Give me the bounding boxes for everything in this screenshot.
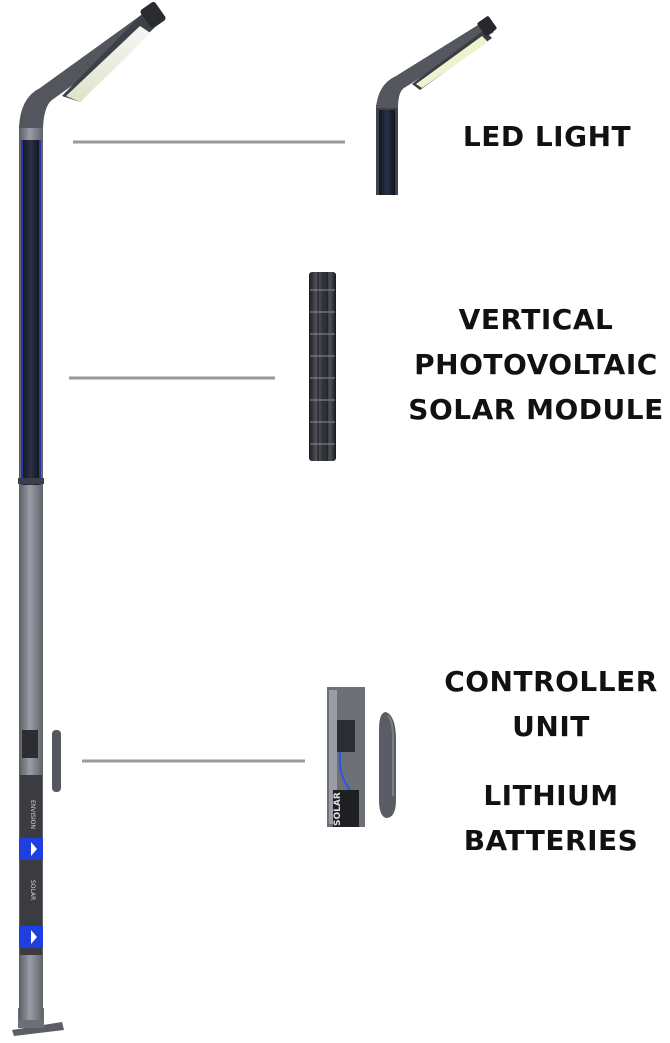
pole-led-glow — [66, 26, 152, 102]
controller-battery-component: SOLAR — [327, 687, 396, 827]
pole-joint — [18, 478, 44, 484]
led-light-glow — [416, 36, 488, 88]
label-solar-module-text: SOLAR MODULE — [408, 393, 664, 426]
pole-base-plate — [12, 1022, 64, 1036]
controller-tag-text: SOLAR — [333, 792, 343, 826]
label-controller-unit: CONTROLLER UNIT — [436, 659, 666, 749]
battery-cover — [379, 712, 396, 818]
label-photovoltaic: PHOTOVOLTAIC — [414, 348, 658, 381]
label-batteries: BATTERIES — [463, 824, 639, 857]
led-light-component — [376, 16, 497, 195]
label-led-light: LED LIGHT — [447, 114, 647, 159]
label-unit: UNIT — [512, 710, 590, 743]
label-solar-module: VERTICAL PHOTOVOLTAIC SOLAR MODULE — [405, 297, 667, 432]
pole-solar-panel — [21, 140, 41, 485]
pole-brand-text-lower: SOLAR — [29, 880, 36, 900]
pole-battery-housing — [20, 775, 42, 955]
label-lithium-batteries: LITHIUM BATTERIES — [436, 773, 666, 863]
assembled-pole: ENVISION SOLAR — [12, 2, 166, 1036]
pole-controller — [22, 730, 38, 758]
label-vertical: VERTICAL — [458, 303, 614, 336]
label-controller: CONTROLLER — [444, 665, 658, 698]
pole-battery-cover — [52, 730, 61, 792]
solar-module-component — [309, 272, 336, 461]
label-lithium: LITHIUM — [483, 779, 619, 812]
label-led-light-text: LED LIGHT — [462, 120, 632, 153]
pole-brand-text-upper: ENVISION — [29, 800, 36, 829]
